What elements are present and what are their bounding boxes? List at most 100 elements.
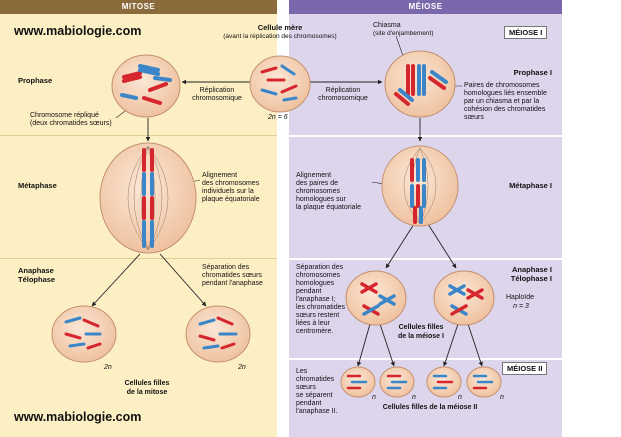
separation-mito-line: chromatides sœurs (202, 272, 262, 279)
label-replication-meiose-2: chromosomique (318, 95, 368, 102)
label-cellules-filles-mitose-2: de la mitose (126, 389, 168, 396)
label-cellules-filles-meiose-ii: Cellules filles de la méiose II (382, 404, 478, 411)
chromatides-sep-line: l'anaphase II. (296, 408, 338, 415)
label-2n-6: 2n = 6 (268, 114, 288, 121)
align-meio-line: homologues sur (296, 196, 346, 203)
phase-prophase-i: Prophase I (513, 68, 552, 77)
label-chrom-replique-2: (deux chromatides sœurs) (30, 120, 112, 127)
separation-meio-line: sœurs restent (296, 312, 340, 319)
separation-meio-line: l'anaphase I; (296, 296, 336, 303)
cell-meiose-i-fille-gauche (345, 270, 407, 326)
label-chromatides-sep: Les chromatides sœurs se séparent pendan… (296, 368, 346, 416)
paires-line: cohésion des chromatides (464, 106, 546, 113)
arrow-mitose-metaphase-right (159, 253, 207, 307)
chromatides-sep-line: se séparent (296, 392, 333, 399)
arrow-meiose-metaphase-left (385, 223, 415, 269)
site-url-bottom: www.mabiologie.com (14, 410, 142, 424)
align-meio-line: chromosomes (296, 188, 340, 195)
arrow-mitose-metaphase-left (91, 253, 141, 307)
separation-meio-line: Séparation des (296, 264, 344, 271)
mitose-header: MITOSE (0, 0, 277, 14)
align-meio-line: la plaque équatoriale (296, 204, 361, 211)
arrow-meiose-i-right-1 (443, 323, 459, 367)
cell-mere (249, 55, 311, 113)
arrow-meiose-i-right-2 (467, 323, 483, 367)
cell-meiose-i-fille-droite (433, 270, 495, 326)
cell-meiose-ii-fille-2 (379, 366, 415, 398)
cell-meiose-metaphase-i (381, 145, 459, 227)
label-n-3-cell: n (458, 394, 462, 401)
separation-meio-line: centromère. (296, 328, 334, 335)
chromatides-sep-line: pendant (296, 400, 322, 407)
cell-meiose-ii-fille-3 (426, 366, 462, 398)
separation-meio-line: liées à leur (296, 320, 330, 327)
label-cellules-filles-mitose-1: Cellules filles (124, 380, 170, 387)
phase-prophase: Prophase (18, 76, 53, 85)
label-align-meio: Alignement des paires de chromosomes hom… (296, 172, 372, 212)
meiose-i-box: MÉIOSE I (504, 26, 548, 39)
cell-meiose-ii-fille-4 (466, 366, 502, 398)
label-haploide: Haploïde (506, 294, 535, 301)
separator-2 (0, 258, 277, 259)
site-url-top: www.mabiologie.com (14, 24, 142, 38)
separator-3 (289, 135, 562, 137)
phase-telophase: Télophase (18, 275, 56, 284)
label-cellule-mere-sub: (avant la réplication des chromosomes) (223, 33, 337, 40)
cell-meiose-prophase-i (384, 50, 456, 118)
label-replication-mitose-2: chromosomique (192, 95, 242, 102)
cell-mitose-prophase (111, 54, 181, 118)
cell-mitose-metaphase (99, 142, 197, 254)
label-separation-mito: Séparation des chromatides sœurs pendant… (202, 264, 276, 288)
paires-line: par un chiasma et par la (464, 98, 540, 105)
separator-4 (289, 258, 562, 260)
meiose-ii-box: MÉIOSE II (502, 362, 548, 375)
label-paires: Paires de chromosomes homologues liés en… (464, 82, 560, 122)
meiose-header: MÉIOSE (289, 0, 562, 14)
label-chiasma-sub: (site d'enjambement) (373, 30, 434, 37)
label-2n-right: 2n (238, 364, 246, 371)
separator-5 (289, 358, 562, 360)
paires-line: Paires de chromosomes (464, 82, 540, 89)
separation-mito-line: pendant l'anaphase (202, 280, 263, 287)
label-separation-meio: Séparation des chromosomes homologues pe… (296, 264, 356, 336)
label-chiasma: Chiasma (373, 22, 401, 29)
label-chrom-replique-1: Chromosome répliqué (30, 112, 99, 119)
arrow-meiose-i-left-1 (356, 323, 371, 367)
cell-mitose-fille-gauche (51, 305, 117, 363)
chromatides-sep-line: chromatides (296, 376, 335, 383)
paires-line: homologues liés ensemble (464, 90, 547, 97)
align-mito-line: Alignement (202, 172, 238, 179)
label-n-1: n (372, 394, 376, 401)
arrow-meiose-i-left-2 (379, 323, 395, 367)
label-n-4: n (500, 394, 504, 401)
label-replication-meiose-1: Réplication (325, 87, 361, 94)
separation-meio-line: pendant (296, 288, 322, 295)
arrow-meiose-metaphase-right (427, 223, 457, 269)
label-n-3: n = 3 (513, 303, 529, 310)
separation-mito-line: Séparation des (202, 264, 250, 271)
separation-meio-line: les chromatides (296, 304, 346, 311)
label-n-2: n (412, 394, 416, 401)
cell-meiose-ii-fille-1 (340, 366, 376, 398)
label-cellule-mere: Cellule mère (257, 23, 303, 32)
chromatides-sep-line: Les (296, 368, 308, 375)
separation-meio-line: homologues (296, 280, 335, 287)
align-mito-line: plaque équatoriale (202, 196, 260, 203)
label-replication-mitose-1: Réplication (199, 87, 235, 94)
phase-telophase-i: Télophase I (510, 274, 552, 283)
arrows (91, 79, 483, 367)
chromatides-sep-line: sœurs (296, 384, 316, 391)
phase-anaphase: Anaphase (18, 266, 54, 275)
phase-anaphase-i: Anaphase I (511, 265, 552, 274)
cell-mitose-fille-droite (185, 305, 251, 363)
separator-1 (0, 135, 277, 136)
label-cellules-filles-meiose-i-1: Cellules filles (398, 324, 444, 331)
separation-meio-line: chromosomes (296, 272, 340, 279)
phase-metaphase-i: Métaphase I (509, 181, 552, 190)
paires-line: sœurs (464, 114, 484, 121)
align-mito-line: individuels sur la (202, 188, 254, 195)
label-2n-left: 2n (104, 364, 112, 371)
phase-metaphase: Métaphase (18, 181, 57, 190)
